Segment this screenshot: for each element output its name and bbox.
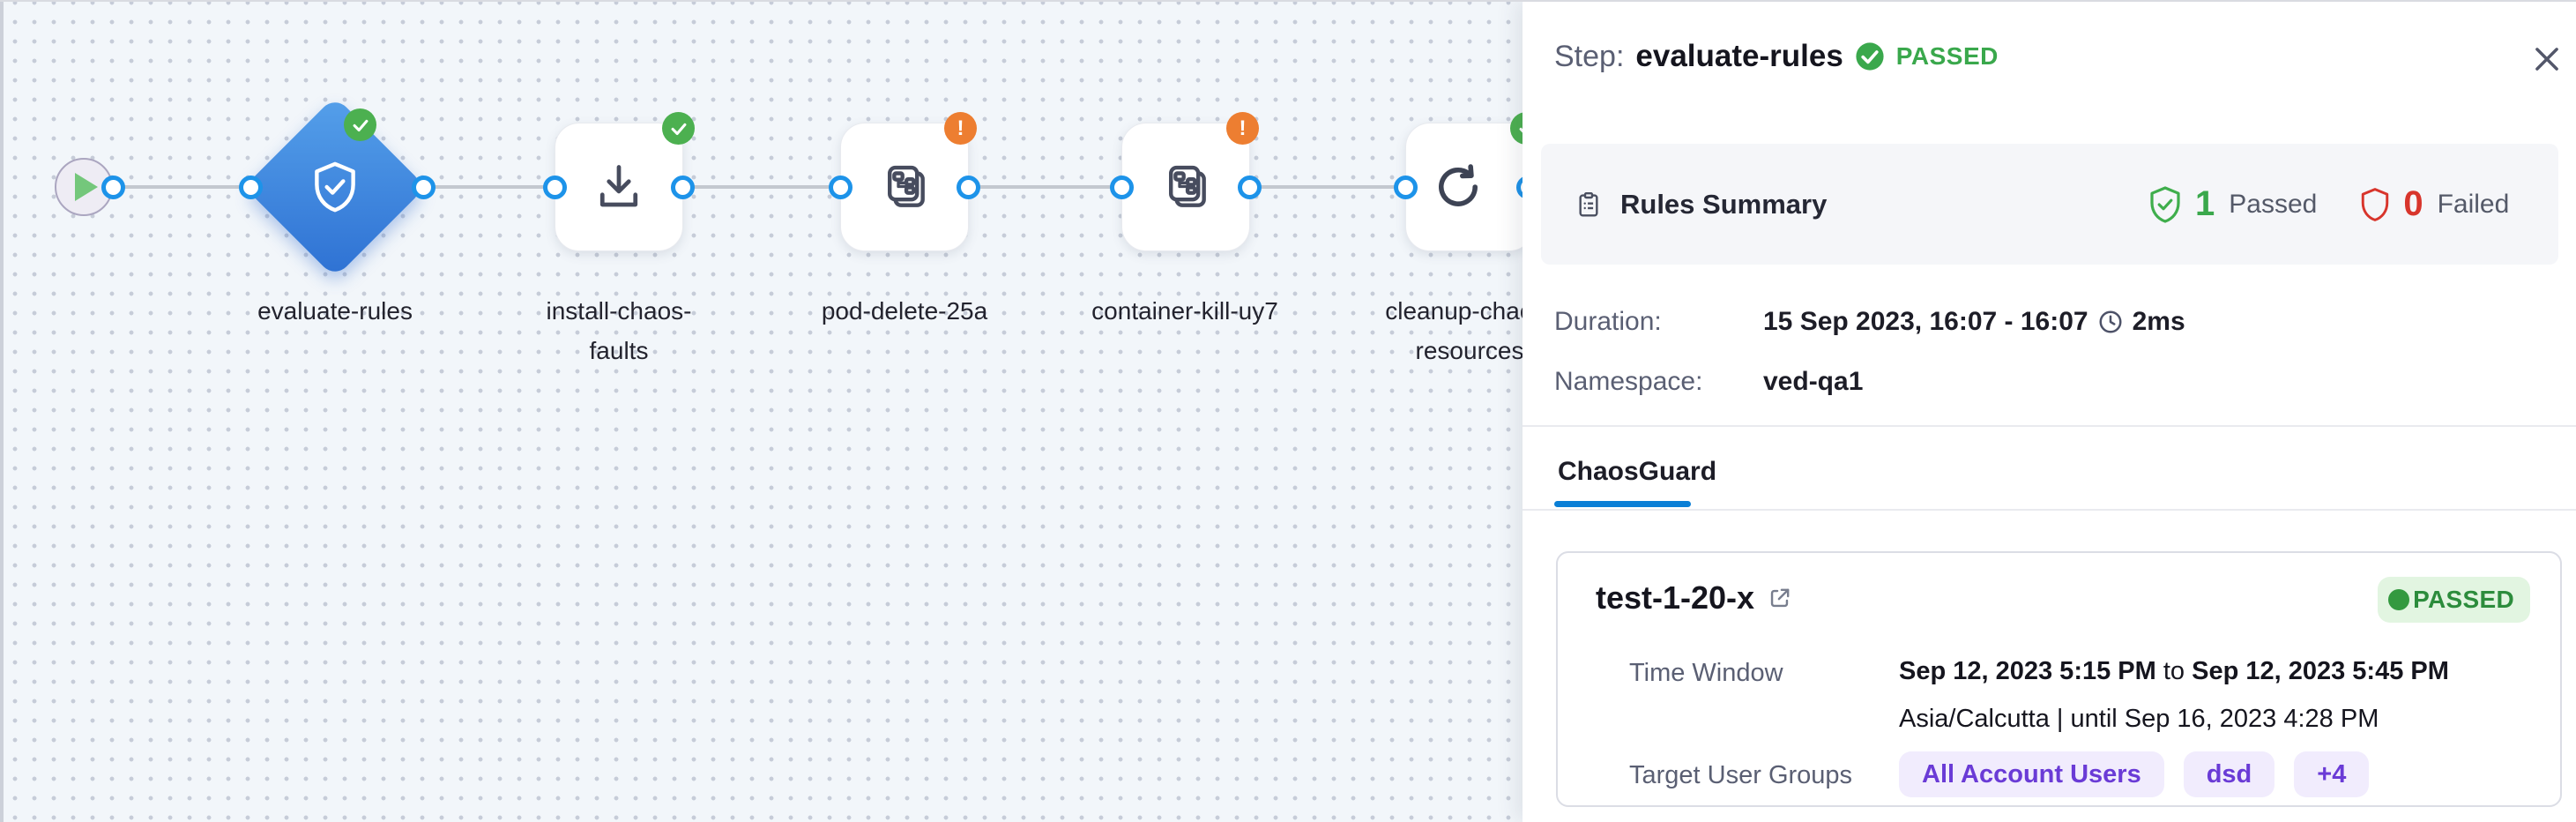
- status-success-badge: [344, 108, 376, 141]
- chaosguard-condition-card: test-1-20-x PASSED Time Window Sep 12, 2…: [1556, 551, 2562, 807]
- condition-status-badge: PASSED: [2378, 577, 2530, 623]
- connector-line: [423, 185, 555, 189]
- duration-row: Duration: 15 Sep 2023, 16:07 - 16:07 2ms: [1554, 307, 2185, 337]
- step-label: Step:: [1554, 39, 1625, 73]
- canvas-left-edge: [0, 0, 4, 822]
- duration-label: Duration:: [1554, 307, 1662, 336]
- duration-elapsed: 2ms: [2132, 307, 2185, 336]
- target-user-groups: All Account Users dsd +4: [1899, 751, 2370, 797]
- time-window-label: Time Window: [1629, 659, 1783, 687]
- port[interactable]: [829, 176, 852, 199]
- failed-count: 0: [2403, 184, 2423, 223]
- user-group-tag[interactable]: dsd: [2183, 751, 2275, 797]
- connector-line: [969, 185, 1121, 189]
- user-group-tag[interactable]: All Account Users: [1899, 751, 2164, 797]
- user-group-tag[interactable]: +4: [2294, 751, 2370, 797]
- window-top-border: [0, 0, 2576, 2]
- connector-line: [1250, 185, 1405, 189]
- status-warning-badge: !: [1226, 112, 1259, 145]
- port[interactable]: [1110, 176, 1134, 199]
- node-install-chaos-faults[interactable]: [555, 123, 683, 251]
- rules-summary-counts: 1 Passed 0 Failed: [2144, 144, 2509, 265]
- rules-summary-card: Rules Summary 1 Passed 0 Failed: [1541, 144, 2558, 265]
- connector-line: [113, 185, 250, 189]
- active-tab-indicator: [1554, 501, 1691, 507]
- failed-label: Failed: [2437, 189, 2510, 219]
- port[interactable]: [101, 176, 125, 199]
- refresh-icon: [1430, 159, 1486, 215]
- timezone-line: Asia/Calcutta | until Sep 16, 2023 4:28 …: [1899, 705, 2379, 733]
- target-user-groups-label: Target User Groups: [1629, 761, 1853, 789]
- status-dot-icon: [2388, 589, 2410, 610]
- shield-check-icon: [306, 158, 364, 216]
- node-label: container-kill-uy7: [1091, 297, 1278, 325]
- port[interactable]: [1394, 176, 1418, 199]
- chaos-experiment-icon: [877, 160, 932, 214]
- tab-chaosguard[interactable]: ChaosGuard: [1558, 457, 1717, 486]
- exclamation-icon: !: [1239, 116, 1247, 140]
- rules-summary-header: Rules Summary: [1575, 144, 1827, 265]
- tab-bar-border: [1523, 509, 2576, 511]
- port[interactable]: [1238, 176, 1262, 199]
- node-label: pod-delete-25a: [821, 297, 988, 325]
- close-icon[interactable]: [2530, 42, 2564, 76]
- clock-icon: [2097, 309, 2124, 335]
- port[interactable]: [412, 176, 436, 199]
- status-success-badge: [662, 112, 695, 145]
- clipboard-icon: [1575, 191, 1603, 219]
- node-label: evaluate-rules: [257, 297, 413, 325]
- node-cleanup-chaos-resources[interactable]: [1405, 123, 1534, 251]
- page-title: evaluate-rules: [1635, 39, 1843, 73]
- panel-header: Step: evaluate-rules PASSED: [1554, 39, 1999, 74]
- namespace-value: ved-qa1: [1763, 367, 1864, 396]
- passed-label: Passed: [2229, 189, 2318, 219]
- connector-line: [683, 185, 840, 189]
- port[interactable]: [543, 176, 567, 199]
- node-label: install-chaos- faults: [546, 297, 692, 364]
- namespace-label: Namespace:: [1554, 367, 1703, 396]
- status-warning-badge: !: [944, 112, 977, 145]
- node-pod-delete-25a[interactable]: [840, 123, 969, 251]
- port[interactable]: [671, 176, 695, 199]
- rules-summary-title: Rules Summary: [1620, 188, 1828, 220]
- check-circle-icon: [1855, 41, 1885, 71]
- namespace-row: Namespace: ved-qa1: [1554, 367, 1863, 397]
- condition-name: test-1-20-x: [1596, 579, 1755, 616]
- divider: [1523, 425, 2576, 427]
- passed-count: 1: [2195, 184, 2215, 223]
- play-icon: [75, 173, 98, 201]
- chaos-experiment-icon: [1158, 160, 1213, 214]
- step-details-panel: Step: evaluate-rules PASSED Rules Summar…: [1523, 0, 2576, 822]
- shield-red-icon: [2356, 185, 2394, 224]
- external-link-icon[interactable]: [1767, 586, 1792, 611]
- port[interactable]: [239, 176, 263, 199]
- duration-value: 15 Sep 2023, 16:07 - 16:07: [1763, 307, 2088, 336]
- workflow-canvas[interactable]: ! !: [0, 0, 1554, 822]
- node-container-kill-uy7[interactable]: [1121, 123, 1250, 251]
- status-badge: PASSED: [1895, 42, 1999, 70]
- shield-check-green-icon: [2144, 183, 2186, 226]
- port[interactable]: [957, 176, 980, 199]
- time-window-value: Sep 12, 2023 5:15 PM to Sep 12, 2023 5:4…: [1899, 657, 2449, 685]
- download-icon: [592, 161, 645, 213]
- exclamation-icon: !: [957, 116, 964, 140]
- node-evaluate-rules[interactable]: [243, 95, 427, 279]
